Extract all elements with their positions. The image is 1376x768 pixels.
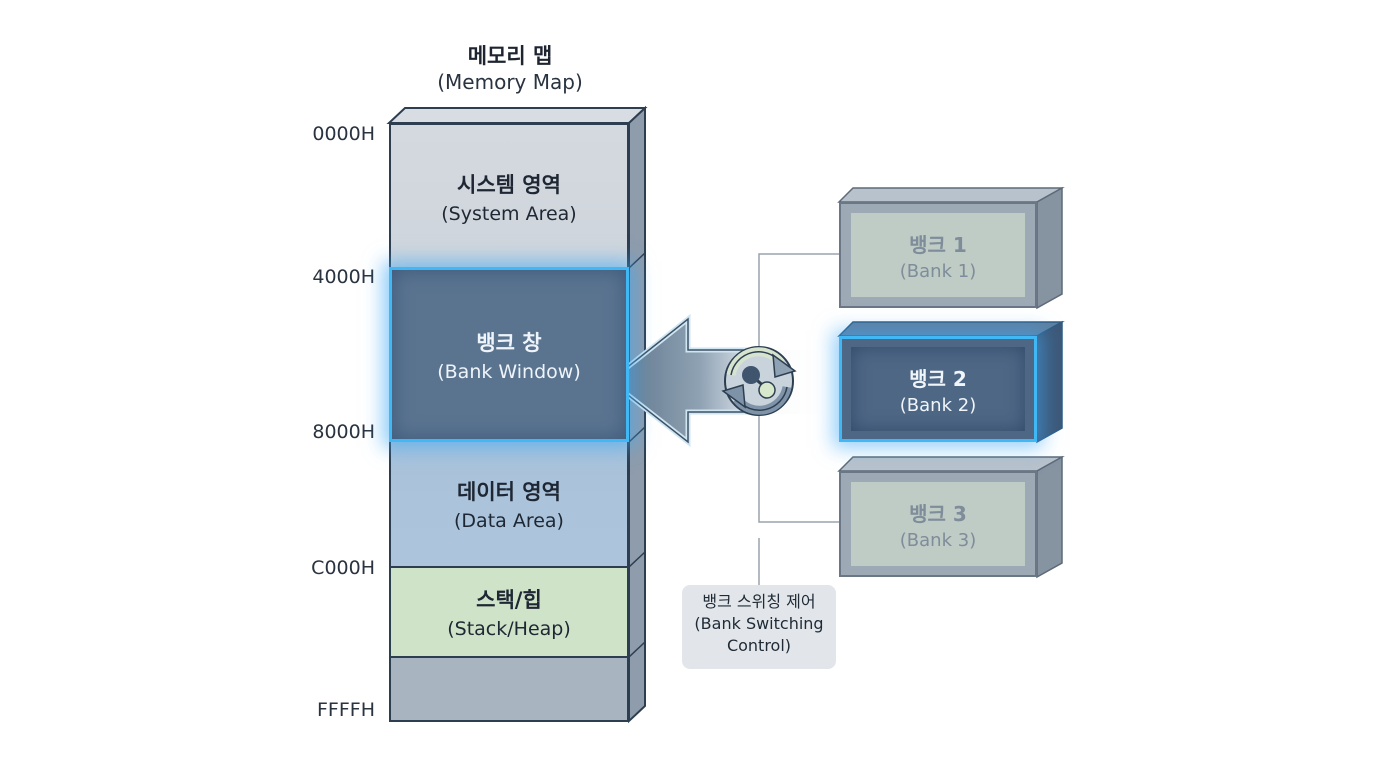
- bank-label-en: (Bank 3): [899, 529, 977, 551]
- column-side-face: [628, 105, 646, 724]
- bank-label-en: (Bank 1): [899, 260, 977, 282]
- diagram-title: 메모리 맵: [467, 44, 553, 68]
- diagram-subtitle: (Memory Map): [437, 70, 583, 94]
- address-label-4000: 4000H: [312, 266, 375, 288]
- segment-label-ko: 뱅크 창: [476, 330, 542, 355]
- bank-2-active: 뱅크 2 (Bank 2): [839, 336, 1037, 442]
- segment-system-area: 시스템 영역 (System Area): [389, 123, 629, 268]
- bank-3: 뱅크 3 (Bank 3): [839, 471, 1037, 577]
- segment-label-en: (System Area): [441, 202, 577, 225]
- segment-data-area: 데이터 영역 (Data Area): [389, 442, 629, 568]
- segment-label-en: (Stack/Heap): [447, 618, 571, 640]
- bank-label-ko: 뱅크 3: [909, 501, 967, 526]
- segment-label-ko: 시스템 영역: [457, 172, 561, 197]
- address-label-8000: 8000H: [312, 421, 375, 443]
- bank-1: 뱅크 1 (Bank 1): [839, 202, 1037, 308]
- segment-bank-window: 뱅크 창 (Bank Window): [389, 267, 629, 442]
- segment-label-en: (Data Area): [454, 510, 564, 532]
- swap-cycle-icon: [721, 346, 797, 416]
- segment-label-en: (Bank Window): [437, 360, 581, 383]
- segment-label-ko: 스택/힙: [476, 588, 542, 612]
- control-label-ko: 뱅크 스위칭 제어: [702, 592, 816, 611]
- bank-label-ko: 뱅크 1: [909, 232, 967, 257]
- address-label-c000: C000H: [311, 557, 375, 579]
- bank-switching-control-box: 뱅크 스위칭 제어 (Bank Switching Control): [682, 585, 836, 669]
- address-label-ffff: FFFFH: [316, 699, 375, 721]
- control-label-en-1: (Bank Switching: [694, 614, 824, 633]
- address-label-0000: 0000H: [312, 123, 375, 145]
- control-label-en-2: Control): [726, 636, 792, 655]
- segment-stack-heap: 스택/힙 (Stack/Heap): [389, 566, 629, 658]
- bank-label-ko: 뱅크 2: [909, 366, 967, 391]
- segment-reserved: [389, 656, 629, 722]
- bank-3d-faces: [837, 186, 1065, 579]
- bank-label-en: (Bank 2): [899, 394, 977, 416]
- bank-connector-lines: [758, 253, 839, 585]
- segment-label-ko: 데이터 영역: [457, 480, 561, 504]
- column-top-face: [386, 107, 648, 124]
